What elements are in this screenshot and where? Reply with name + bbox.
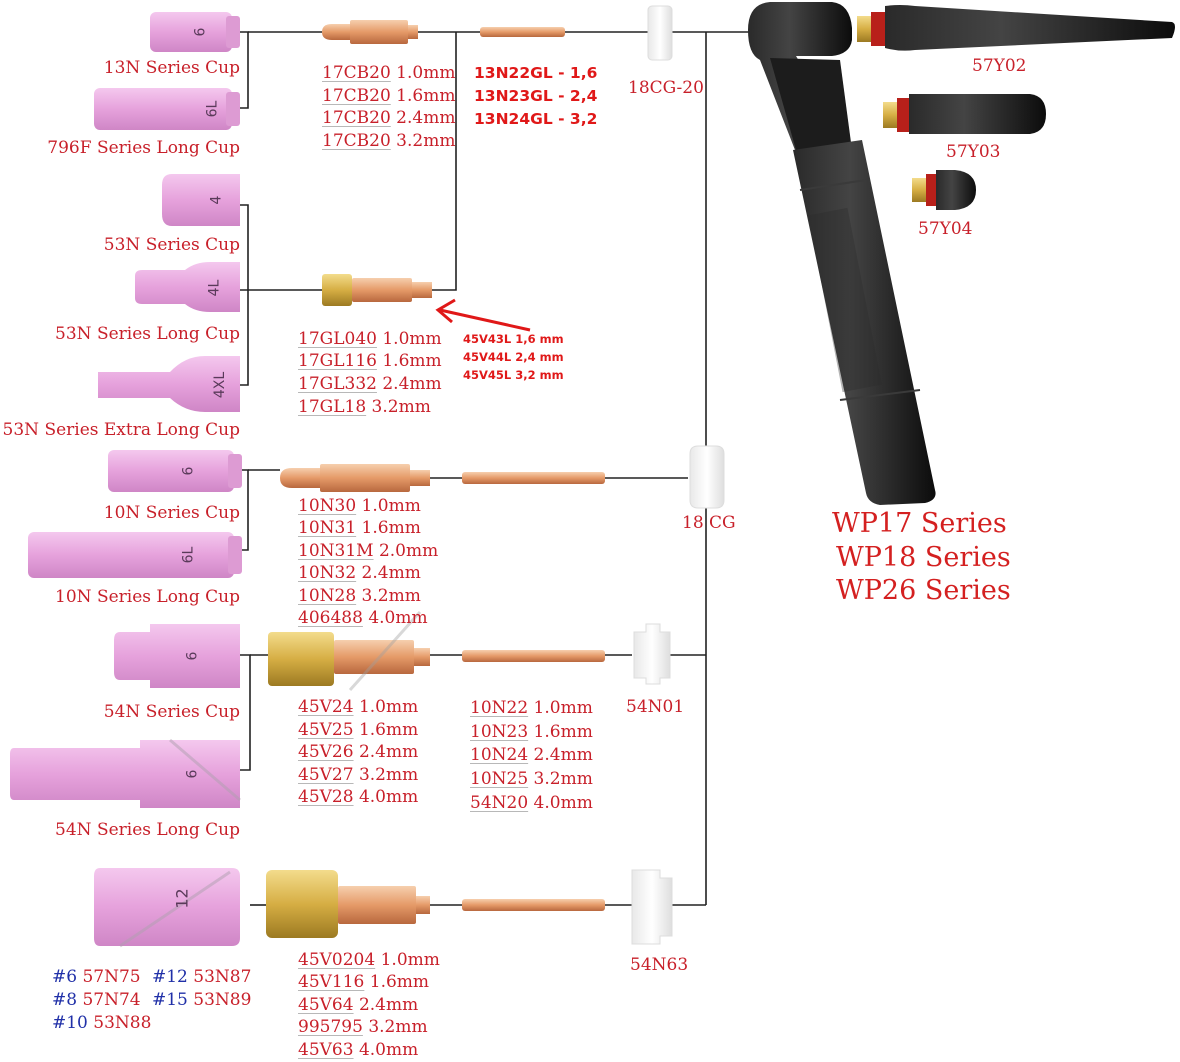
collet-10n-item: 10N22 1.0mm bbox=[470, 698, 593, 718]
cup-796f-label: 796F Series Long Cup bbox=[47, 138, 240, 158]
cup-10n-mark: 6 bbox=[179, 466, 196, 476]
collet-body-10n-shape bbox=[280, 464, 430, 492]
cup-53n-shape bbox=[162, 174, 240, 226]
gas-lens-45v-item: 45V27 3.2mm bbox=[298, 765, 419, 785]
big-cup-code: #8 57N74 bbox=[52, 990, 141, 1010]
note-45v-item: 45V43L 1,6 mm bbox=[463, 332, 564, 346]
cup-54n-long-mark: 6 bbox=[183, 769, 200, 779]
red-arrow bbox=[435, 298, 531, 332]
big-cup-code: #15 53N89 bbox=[152, 990, 252, 1010]
gas-lens-large-item: 995795 3.2mm bbox=[298, 1017, 428, 1037]
back-cap-57y02-shape bbox=[857, 5, 1175, 51]
collet-body-10n-item: 406488 4.0mm bbox=[298, 608, 428, 628]
collet-10n-shape-2 bbox=[462, 650, 605, 662]
insulator-18cg-label: 18 CG bbox=[682, 513, 736, 533]
cup-54n-label: 54N Series Cup bbox=[103, 702, 240, 722]
torch-series-title: WP18 Series bbox=[836, 542, 1011, 573]
collet-body-17cb20-shape bbox=[322, 20, 418, 44]
gas-lens-17gl-item: 17GL18 3.2mm bbox=[298, 397, 431, 417]
cup-10n-shape bbox=[108, 450, 242, 492]
cup-10n-long-mark: 6L bbox=[180, 546, 196, 564]
gas-lens-45v-item: 45V25 1.6mm bbox=[298, 720, 419, 740]
collet-10n-shape-3 bbox=[462, 899, 605, 911]
gas-lens-17gl-shape bbox=[322, 274, 432, 306]
collet-10n-item: 10N24 2.4mm bbox=[470, 745, 593, 765]
collet-body-10n-item: 10N30 1.0mm bbox=[298, 496, 421, 516]
gas-lens-17gl-item: 17GL332 2.4mm bbox=[298, 374, 442, 394]
insulator-54n01-label: 54N01 bbox=[626, 697, 685, 717]
cup-54n-long-shape bbox=[10, 738, 241, 808]
cup-13n-mark: 6 bbox=[191, 27, 208, 37]
cup-10n-long-shape bbox=[28, 532, 242, 578]
collet-body-10n-item: 10N31M 2.0mm bbox=[298, 541, 439, 561]
cup-53n-label: 53N Series Cup bbox=[103, 235, 240, 255]
cup-796f-shape bbox=[94, 88, 240, 130]
torch-series-title: WP26 Series bbox=[836, 575, 1011, 606]
collet-13n-shape bbox=[480, 27, 565, 37]
collet-10n-item: 10N25 3.2mm bbox=[470, 769, 593, 789]
big-cup-code: #12 53N87 bbox=[152, 967, 252, 987]
cup-10n-long-label: 10N Series Long Cup bbox=[55, 587, 240, 607]
collet-13n-item: 13N24GL - 3,2 bbox=[474, 110, 598, 128]
cup-12-shape bbox=[94, 868, 240, 948]
back-cap-57y04-shape bbox=[912, 170, 976, 210]
collet-body-17cb-item: 17CB20 3.2mm bbox=[322, 131, 456, 151]
collet-body-17cb-item: 17CB20 1.0mm bbox=[322, 63, 456, 83]
back-cap-label: 57Y02 bbox=[972, 56, 1027, 76]
collet-10n-item: 54N20 4.0mm bbox=[470, 793, 593, 813]
cup-53n-long-shape bbox=[135, 262, 240, 312]
collet-13n-item: 13N22GL - 1,6 bbox=[474, 64, 598, 82]
note-45v-item: 45V44L 2,4 mm bbox=[463, 350, 564, 364]
torch-series-title: WP17 Series bbox=[832, 508, 1007, 539]
cup-796f-mark: 6L bbox=[204, 100, 220, 118]
cup-10n-label: 10N Series Cup bbox=[103, 503, 240, 523]
collet-body-17cb-item: 17CB20 1.6mm bbox=[322, 86, 456, 106]
cup-53n-xl-label: 53N Series Extra Long Cup bbox=[2, 420, 240, 440]
gas-lens-17gl-item: 17GL040 1.0mm bbox=[298, 329, 442, 349]
collet-body-10n-item: 10N28 3.2mm bbox=[298, 586, 421, 606]
gas-lens-large-shape bbox=[266, 870, 430, 938]
collet-10n-shape-1 bbox=[462, 472, 605, 484]
insulator-18cg20-shape bbox=[647, 5, 673, 61]
cup-53n-xl-shape bbox=[98, 356, 240, 412]
gas-lens-45v-item: 45V28 4.0mm bbox=[298, 787, 419, 807]
insulator-54n63-label: 54N63 bbox=[630, 955, 689, 975]
gas-lens-large-item: 45V64 2.4mm bbox=[298, 995, 419, 1015]
cup-53n-mark: 4 bbox=[207, 195, 224, 205]
collet-body-17cb-item: 17CB20 2.4mm bbox=[322, 108, 456, 128]
insulator-18cg-shape bbox=[689, 445, 725, 509]
collet-10n-item: 10N23 1.6mm bbox=[470, 722, 593, 742]
back-cap-57y03-shape bbox=[883, 94, 1046, 134]
big-cup-code: #6 57N75 bbox=[52, 967, 141, 987]
gas-lens-45v-item: 45V24 1.0mm bbox=[298, 697, 419, 717]
cup-54n-mark: 6 bbox=[183, 651, 200, 661]
cup-13n-label: 13N Series Cup bbox=[103, 58, 240, 78]
gas-lens-45v-shape bbox=[268, 610, 430, 692]
gas-lens-large-item: 45V116 1.6mm bbox=[298, 972, 430, 992]
insulator-54n63-shape bbox=[631, 869, 673, 945]
gas-lens-45v-item: 45V26 2.4mm bbox=[298, 742, 419, 762]
gas-lens-large-item: 45V63 4.0mm bbox=[298, 1040, 419, 1060]
back-cap-label: 57Y03 bbox=[946, 142, 1001, 162]
cup-54n-shape bbox=[114, 624, 240, 688]
big-cup-code: #10 53N88 bbox=[52, 1013, 152, 1033]
cup-53n-long-label: 53N Series Long Cup bbox=[55, 324, 240, 344]
note-45v-item: 45V45L 3,2 mm bbox=[463, 368, 564, 382]
gas-lens-17gl-item: 17GL116 1.6mm bbox=[298, 351, 442, 371]
cup-53n-long-mark: 4L bbox=[206, 279, 222, 297]
cup-54n-long-label: 54N Series Long Cup bbox=[55, 820, 240, 840]
cup-12-mark: 12 bbox=[172, 887, 192, 909]
cup-53n-xl-mark: 4XL bbox=[212, 371, 228, 399]
insulator-54n01-shape bbox=[633, 623, 671, 685]
gas-lens-large-item: 45V0204 1.0mm bbox=[298, 950, 440, 970]
collet-body-10n-item: 10N32 2.4mm bbox=[298, 563, 421, 583]
insulator-18cg20-label: 18CG-20 bbox=[628, 78, 704, 98]
cup-13n-shape bbox=[150, 12, 240, 52]
torch-shape bbox=[748, 2, 936, 505]
collet-13n-item: 13N23GL - 2,4 bbox=[474, 87, 598, 105]
back-cap-label: 57Y04 bbox=[918, 219, 973, 239]
collet-body-10n-item: 10N31 1.6mm bbox=[298, 518, 421, 538]
